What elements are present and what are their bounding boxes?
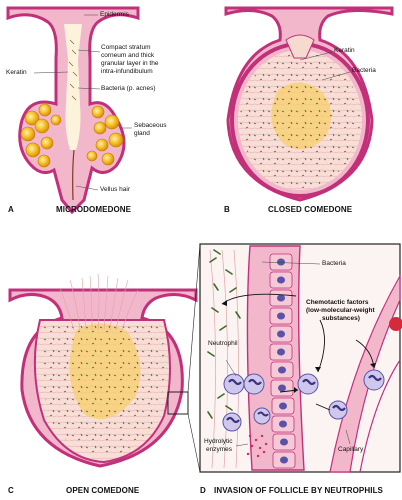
label-hydrolytic-line2: enzymes	[206, 446, 233, 453]
sebaceous-gland-left	[20, 103, 62, 168]
leader-lines-b	[299, 51, 351, 81]
label-keratin-a: Keratin	[6, 69, 27, 76]
label-compact-line4: intra-infundibulum	[101, 68, 153, 75]
label-epidermis: Epidermis	[100, 11, 129, 18]
panel-d-neutrophils	[199, 243, 402, 473]
panel-a-microcomedone	[6, 6, 140, 215]
arrowheads	[222, 300, 376, 393]
panel-b-closed-comedone	[224, 6, 394, 202]
vellus-hair	[72, 149, 75, 201]
label-bacteria-a: Bacteria (p. acnes)	[101, 85, 156, 92]
enzyme-dots	[246, 434, 268, 458]
label-chemotactic-line3: substances)	[322, 315, 360, 322]
capillary-vessel	[329, 273, 401, 473]
panel-letter-b: B	[224, 205, 230, 214]
label-sebaceous-line1: Sebaceous	[134, 122, 167, 129]
bacteria-rods	[207, 249, 241, 419]
label-bacteria-b: Bacteria	[352, 67, 376, 74]
label-compact-line3: granular layer in the	[101, 60, 159, 67]
panel-c-open-comedone	[8, 243, 201, 473]
cell-nuclei	[277, 258, 288, 464]
label-vellus-hair: Vellus hair	[100, 186, 130, 193]
neutrophils	[222, 369, 385, 432]
label-keratin-b: Keratin	[334, 47, 355, 54]
panel-letter-c: C	[8, 486, 14, 495]
red-blood-cell	[389, 317, 402, 331]
lumen-fibers	[209, 249, 239, 469]
label-hydrolytic-line1: Hydrolytic	[204, 438, 233, 445]
caption-microdomedone: MICRODOMEDONE	[56, 205, 132, 214]
label-compact-line2: corneum and thick	[101, 52, 155, 59]
caption-closed-comedone: CLOSED COMEDONE	[268, 205, 353, 214]
panel-letter-a: A	[8, 205, 14, 214]
label-neutrophil: Neutrophil	[208, 340, 238, 347]
zoom-box	[167, 391, 189, 415]
label-compact-line1: Compact stratum	[101, 44, 151, 51]
label-chemotactic-line2: (low-molecular-weight	[306, 307, 375, 314]
sebaceous-gland-right	[86, 105, 124, 166]
label-capillary: Capillary	[338, 446, 364, 453]
label-bacteria-d: Bacteria	[322, 260, 346, 267]
label-chemotactic-line1: Chemotactic factors	[306, 299, 369, 306]
leader-lines-d	[225, 261, 351, 447]
hair-tuft	[59, 273, 139, 331]
keratin-column	[68, 39, 78, 101]
caption-open-comedone: OPEN COMEDONE	[66, 486, 140, 495]
label-sebaceous-line2: gland	[134, 130, 150, 137]
panel-letter-d: D	[200, 486, 206, 495]
caption-invasion-neutrophils: INVASION OF FOLLICLE BY NEUTROPHILS	[214, 486, 383, 495]
leader-lines-a	[33, 14, 132, 191]
neutrophil-nuclei	[226, 374, 382, 424]
